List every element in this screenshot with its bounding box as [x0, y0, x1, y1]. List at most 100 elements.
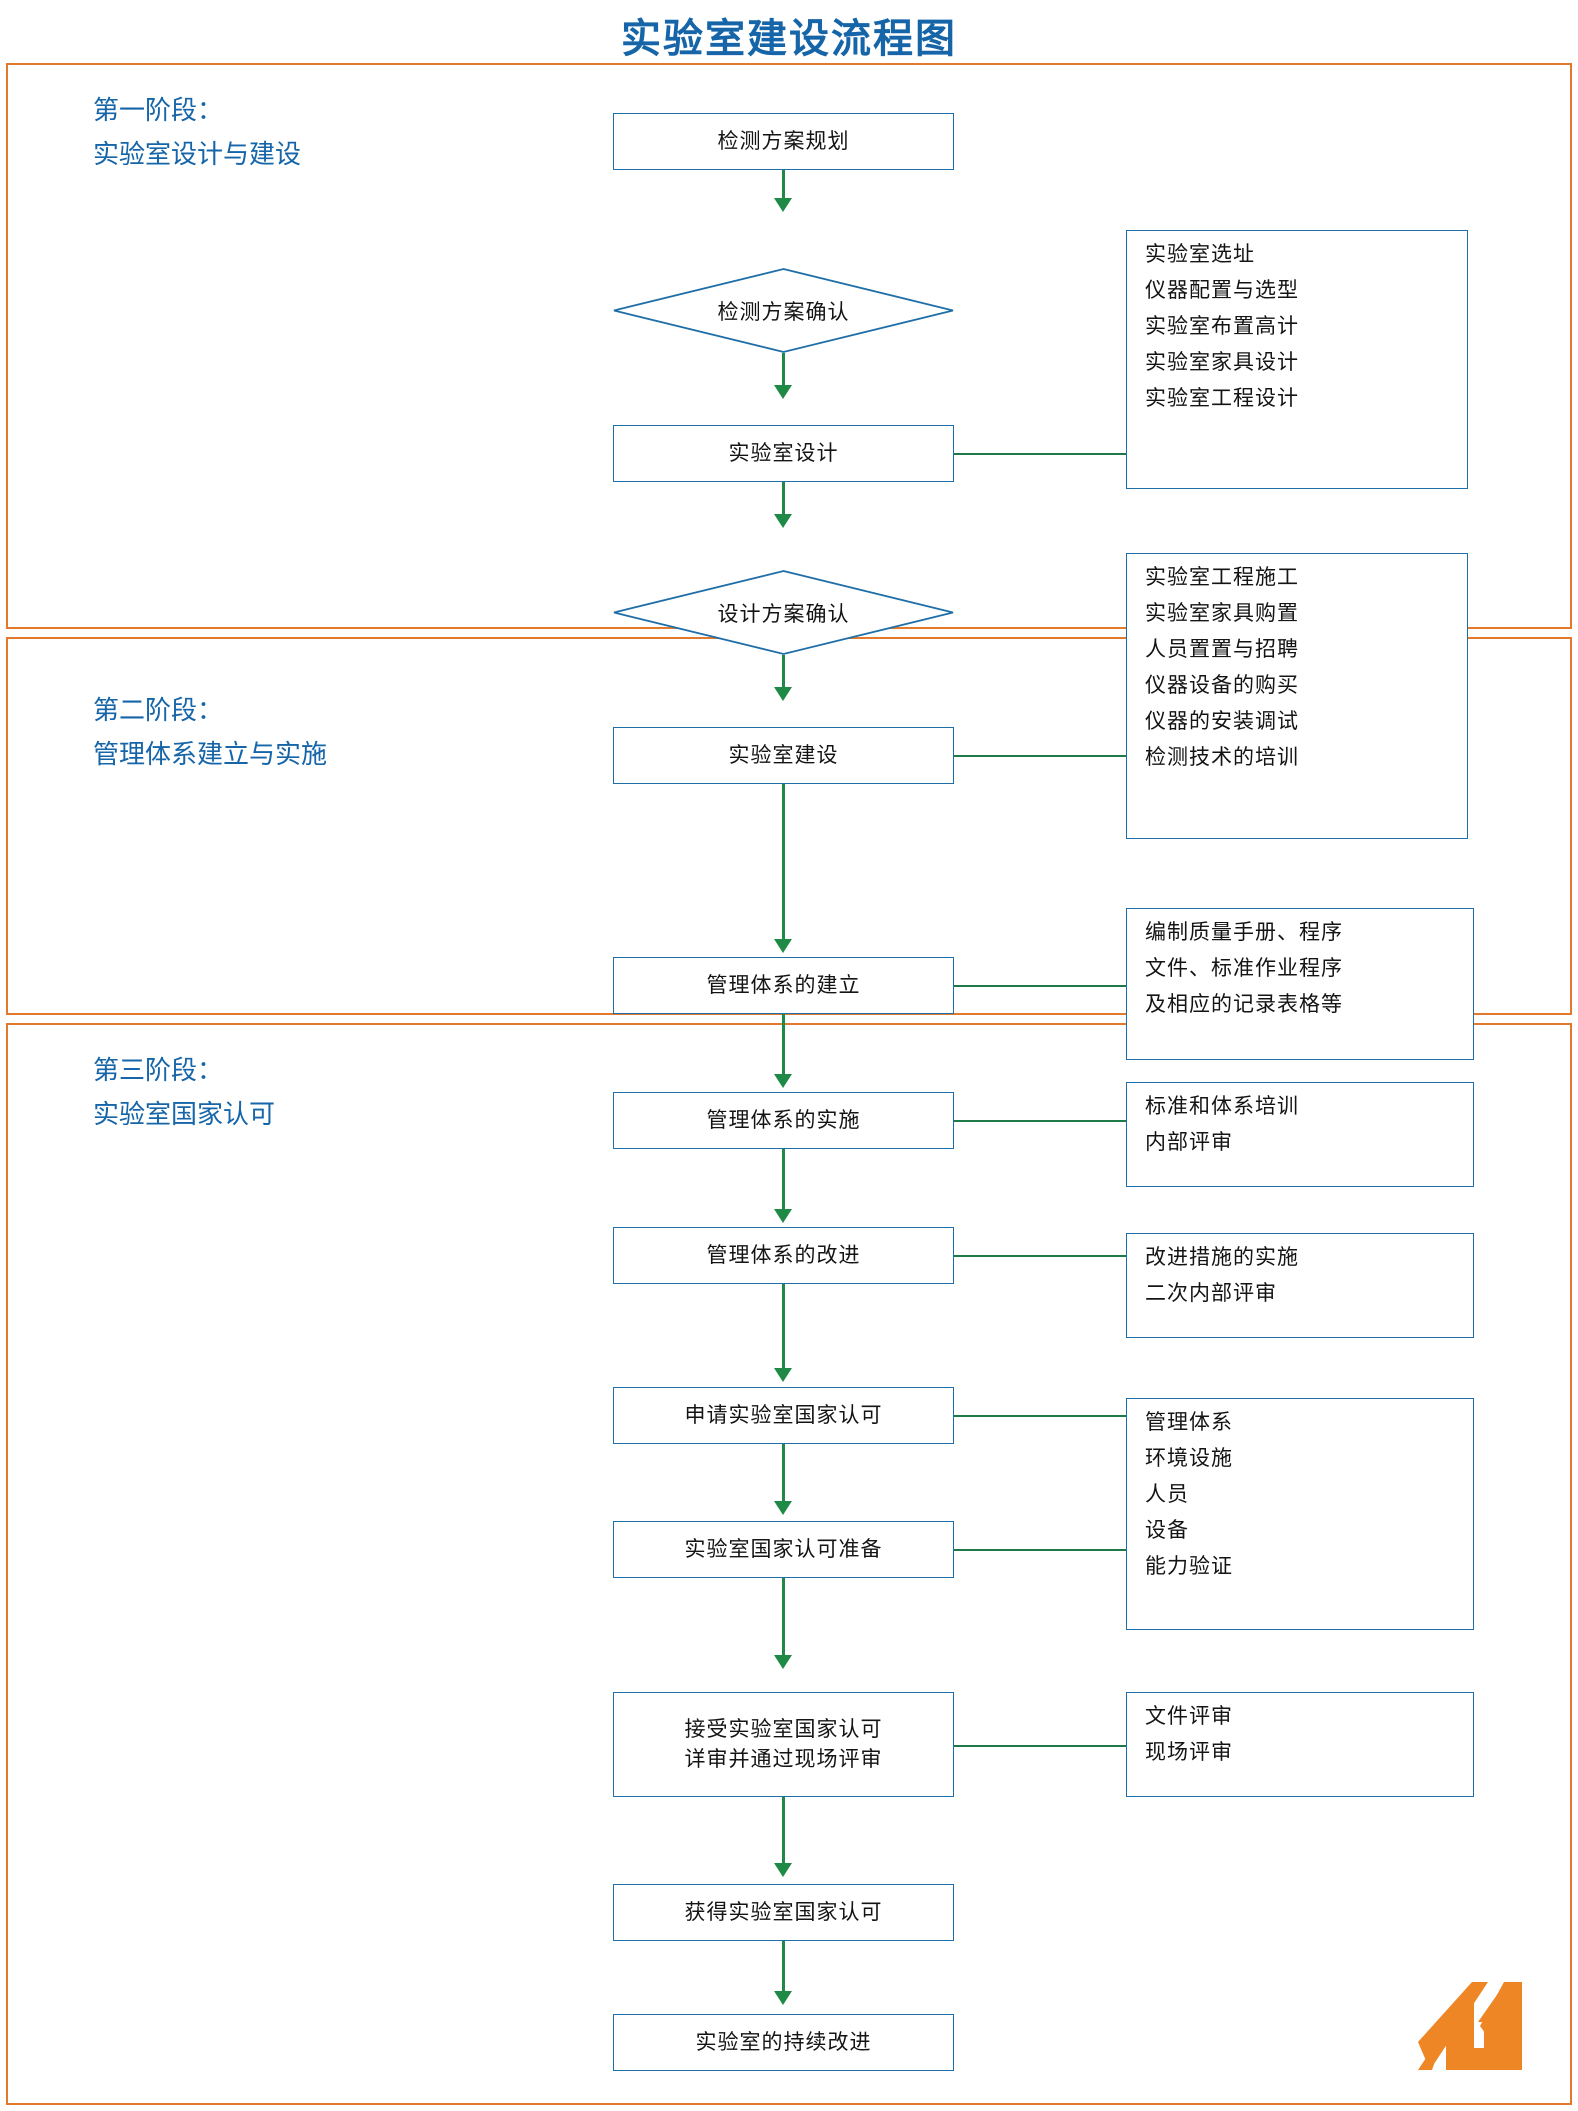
note-system-establish-items: 编制质量手册、程序 文件、标准作业程序 及相应的记录表格等 [1126, 908, 1474, 1060]
note-line: 现场评审 [1145, 1741, 1233, 1764]
connector-n8-n9 [782, 1284, 785, 1372]
note-line: 实验室布置高计 [1145, 315, 1299, 338]
arrow-n6-n7 [774, 1074, 792, 1088]
note-line: 实验室工程设计 [1145, 387, 1299, 410]
decision-detection-plan-confirm-label: 检测方案确认 [717, 300, 850, 324]
arrow-n12-n13 [774, 1991, 792, 2005]
arrow-n10-n11 [774, 1655, 792, 1669]
arrow-n1-n2 [774, 198, 792, 212]
brand-logo-icon [1418, 1982, 1522, 2070]
note-line: 管理体系 [1145, 1411, 1233, 1434]
connector-n6-note3 [954, 985, 1126, 987]
node-system-improve[interactable]: 管理体系的改进 [613, 1227, 954, 1284]
note-line: 实验室家具购置 [1145, 602, 1299, 625]
connector-n12-n13 [782, 1941, 785, 1995]
stage-2-label: 第二阶段： 管理体系建立与实施 [93, 688, 327, 776]
node-detection-plan[interactable]: 检测方案规划 [613, 113, 954, 170]
node-lab-construction[interactable]: 实验室建设 [613, 727, 954, 784]
connector-n3-note1 [954, 453, 1126, 455]
note-line: 文件评审 [1145, 1705, 1233, 1728]
connector-n1-n2 [782, 170, 785, 202]
stage-1-label: 第一阶段： 实验室设计与建设 [93, 88, 301, 176]
connector-n11-n12 [782, 1797, 785, 1867]
connector-n10-n11 [782, 1578, 785, 1659]
note-line: 实验室工程施工 [1145, 566, 1299, 589]
diamond-shape-icon [613, 268, 954, 353]
note-line: 仪器设备的购买 [1145, 674, 1299, 697]
arrow-n7-n8 [774, 1209, 792, 1223]
node-obtain-accreditation-label: 获得实验室国家认可 [684, 1900, 883, 1924]
arrow-n9-n10 [774, 1501, 792, 1515]
note-line: 实验室选址 [1145, 243, 1255, 266]
note-assessment-items: 文件评审 现场评审 [1126, 1692, 1474, 1797]
note-line: 编制质量手册、程序 [1145, 921, 1343, 944]
connector-n9-note6 [954, 1415, 1126, 1417]
node-accreditation-prep-label: 实验室国家认可准备 [684, 1537, 883, 1561]
node-accreditation-prep[interactable]: 实验室国家认可准备 [613, 1521, 954, 1578]
note-line: 内部评审 [1145, 1131, 1233, 1154]
node-obtain-accreditation[interactable]: 获得实验室国家认可 [613, 1884, 954, 1941]
node-continuous-improvement-label: 实验室的持续改进 [695, 2030, 872, 2054]
note-lab-design-items: 实验室选址 仪器配置与选型 实验室布置高计 实验室家具设计 实验室工程设计 [1126, 230, 1468, 489]
node-system-implement[interactable]: 管理体系的实施 [613, 1092, 954, 1149]
connector-n5-n6 [782, 784, 785, 943]
note-line: 设备 [1145, 1519, 1189, 1542]
stage-3-label: 第三阶段： 实验室国家认可 [93, 1048, 275, 1136]
decision-design-plan-confirm[interactable]: 设计方案确认 [613, 570, 954, 655]
node-lab-design[interactable]: 实验室设计 [613, 425, 954, 482]
note-line: 仪器配置与选型 [1145, 279, 1299, 302]
connector-n3-n4 [782, 482, 785, 518]
node-lab-design-label: 实验室设计 [728, 441, 839, 465]
note-line: 人员置置与招聘 [1145, 638, 1299, 661]
note-system-improve-items: 改进措施的实施 二次内部评审 [1126, 1233, 1474, 1338]
stage-1-label-line1: 第一阶段： [93, 95, 224, 125]
note-line: 环境设施 [1145, 1447, 1233, 1470]
note-line: 人员 [1145, 1483, 1189, 1506]
arrow-n8-n9 [774, 1368, 792, 1382]
note-line: 及相应的记录表格等 [1145, 993, 1343, 1016]
note-line: 改进措施的实施 [1145, 1246, 1299, 1269]
connector-n6-n7 [782, 1014, 785, 1078]
connector-n9-n10 [782, 1444, 785, 1505]
node-detection-plan-label: 检测方案规划 [717, 129, 850, 153]
page-title: 实验室建设流程图 [621, 17, 957, 61]
node-lab-construction-label: 实验室建设 [728, 743, 839, 767]
arrow-n4-n5 [774, 687, 792, 701]
node-system-improve-label: 管理体系的改进 [706, 1243, 861, 1267]
connector-n7-n8 [782, 1149, 785, 1213]
connector-n4-n5 [782, 655, 785, 691]
connector-n7-note4 [954, 1120, 1126, 1122]
note-accreditation-items: 管理体系 环境设施 人员 设备 能力验证 [1126, 1398, 1474, 1630]
stage-3-label-line2: 实验室国家认可 [93, 1099, 276, 1129]
node-continuous-improvement[interactable]: 实验室的持续改进 [613, 2014, 954, 2071]
node-system-implement-label: 管理体系的实施 [706, 1108, 861, 1132]
node-apply-accreditation[interactable]: 申请实验室国家认可 [613, 1387, 954, 1444]
note-line: 检测技术的培训 [1145, 746, 1299, 769]
node-system-establish-label: 管理体系的建立 [706, 973, 861, 997]
connector-n11-note7 [954, 1745, 1126, 1747]
connector-n8-note5 [954, 1255, 1126, 1257]
note-system-implement-items: 标准和体系培训 内部评审 [1126, 1082, 1474, 1187]
arrow-n2-n3 [774, 385, 792, 399]
decision-detection-plan-confirm[interactable]: 检测方案确认 [613, 268, 954, 353]
arrow-n5-n6 [774, 939, 792, 953]
connector-n5-note2 [954, 755, 1126, 757]
decision-design-plan-confirm-label: 设计方案确认 [717, 602, 850, 626]
diamond-shape-icon [613, 570, 954, 655]
connector-n10-note6 [954, 1549, 1126, 1551]
note-line: 二次内部评审 [1145, 1282, 1277, 1305]
note-line: 能力验证 [1145, 1555, 1233, 1578]
node-system-establish[interactable]: 管理体系的建立 [613, 957, 954, 1014]
arrow-n3-n4 [774, 514, 792, 528]
note-line: 标准和体系培训 [1145, 1095, 1299, 1118]
stage-3-label-line1: 第三阶段： [93, 1055, 224, 1085]
node-onsite-assessment[interactable]: 接受实验室国家认可 详审并通过现场评审 [613, 1692, 954, 1797]
stage-2-label-line1: 第二阶段： [93, 695, 224, 725]
connector-n2-n3 [782, 353, 785, 389]
stage-2-label-line2: 管理体系建立与实施 [93, 739, 328, 769]
arrow-n11-n12 [774, 1863, 792, 1877]
note-line: 实验室家具设计 [1145, 351, 1299, 374]
stage-1-label-line2: 实验室设计与建设 [93, 139, 302, 169]
node-onsite-assessment-line1: 接受实验室国家认可 [684, 1717, 883, 1741]
